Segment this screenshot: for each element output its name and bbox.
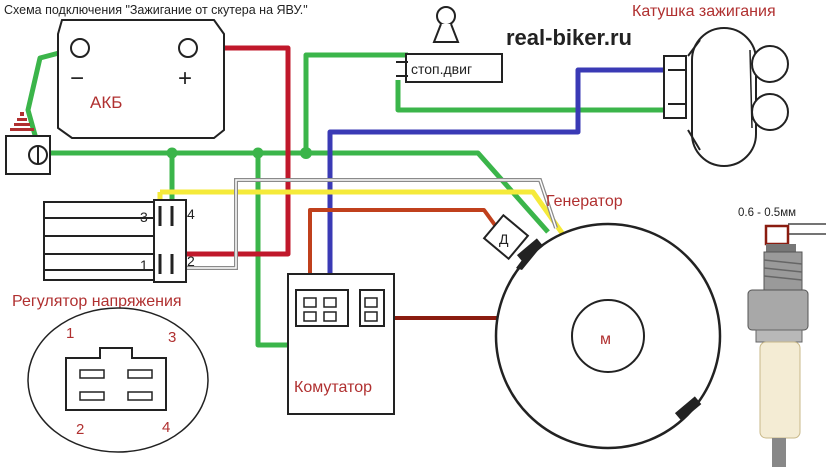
generator-sensor: Д (482, 213, 530, 261)
pinout-label-3: 3 (168, 329, 176, 346)
ground-terminal (5, 135, 51, 175)
junction-dot (252, 147, 264, 159)
generator-label: Генератор (546, 193, 623, 210)
generator-sensor-label: Д (499, 231, 509, 247)
lamp-icon (432, 6, 460, 43)
generator: Генератор м Д (482, 193, 722, 450)
coil-body (691, 27, 757, 167)
regulator-pin-3: 3 (140, 209, 148, 225)
pinout-label-2: 2 (76, 421, 84, 438)
regulator-pin-2: 2 (187, 253, 195, 269)
generator-magnet-bottom (674, 396, 702, 421)
battery: − + АКБ (57, 19, 225, 139)
spark-plug-gap: 0.6 - 0.5мм (738, 207, 796, 219)
generator-rotor (571, 299, 645, 373)
battery-minus-sign: − (70, 65, 84, 92)
ground-icon (10, 112, 34, 131)
green-bus (48, 150, 550, 234)
coil-lobe-top (751, 45, 789, 83)
junction-dot (300, 147, 312, 159)
battery-minus-terminal (70, 38, 90, 58)
regulator-pin-4: 4 (187, 206, 195, 222)
generator-motor-label: м (600, 331, 611, 348)
regulator-fins (43, 201, 157, 281)
kill-switch: стоп.двиг (396, 6, 503, 83)
battery-label: АКБ (90, 93, 122, 112)
green-to-killswitch (303, 52, 408, 153)
regulator-label: Регулятор напряжения (12, 293, 182, 310)
junction-dot (166, 147, 178, 159)
battery-plus-terminal (178, 38, 198, 58)
coil-connector-box (663, 55, 687, 119)
coil-lobe-bottom (751, 93, 789, 131)
regulator-pinout: 1 3 2 4 (27, 307, 209, 453)
commutator-label: Комутатор (294, 379, 372, 396)
regulator-pin-1: 1 (140, 257, 148, 273)
kill-switch-label: стоп.двиг (411, 61, 472, 77)
pinout-label-4: 4 (162, 419, 170, 436)
blue-wire (327, 67, 668, 300)
spark-plug-icon: 0.6 - 0.5мм (738, 207, 826, 467)
green-coil (395, 80, 668, 113)
site-brand: real-biker.ru (506, 25, 632, 50)
kill-switch-box (405, 53, 503, 83)
brown-red-wire (308, 208, 502, 300)
commutator: Комутатор (287, 273, 395, 415)
ignition-coil: Катушка зажигания (632, 3, 789, 167)
voltage-regulator: 3 4 1 2 Регулятор напряжения (12, 199, 195, 310)
coil-label: Катушка зажигания (632, 3, 776, 20)
diagram-caption: Схема подключения "Зажигание от скутера … (4, 3, 308, 17)
thin-wire-core (186, 179, 557, 269)
pinout-label-1: 1 (66, 325, 74, 342)
battery-plus-sign: + (178, 65, 192, 92)
generator-magnet-top (516, 238, 544, 263)
